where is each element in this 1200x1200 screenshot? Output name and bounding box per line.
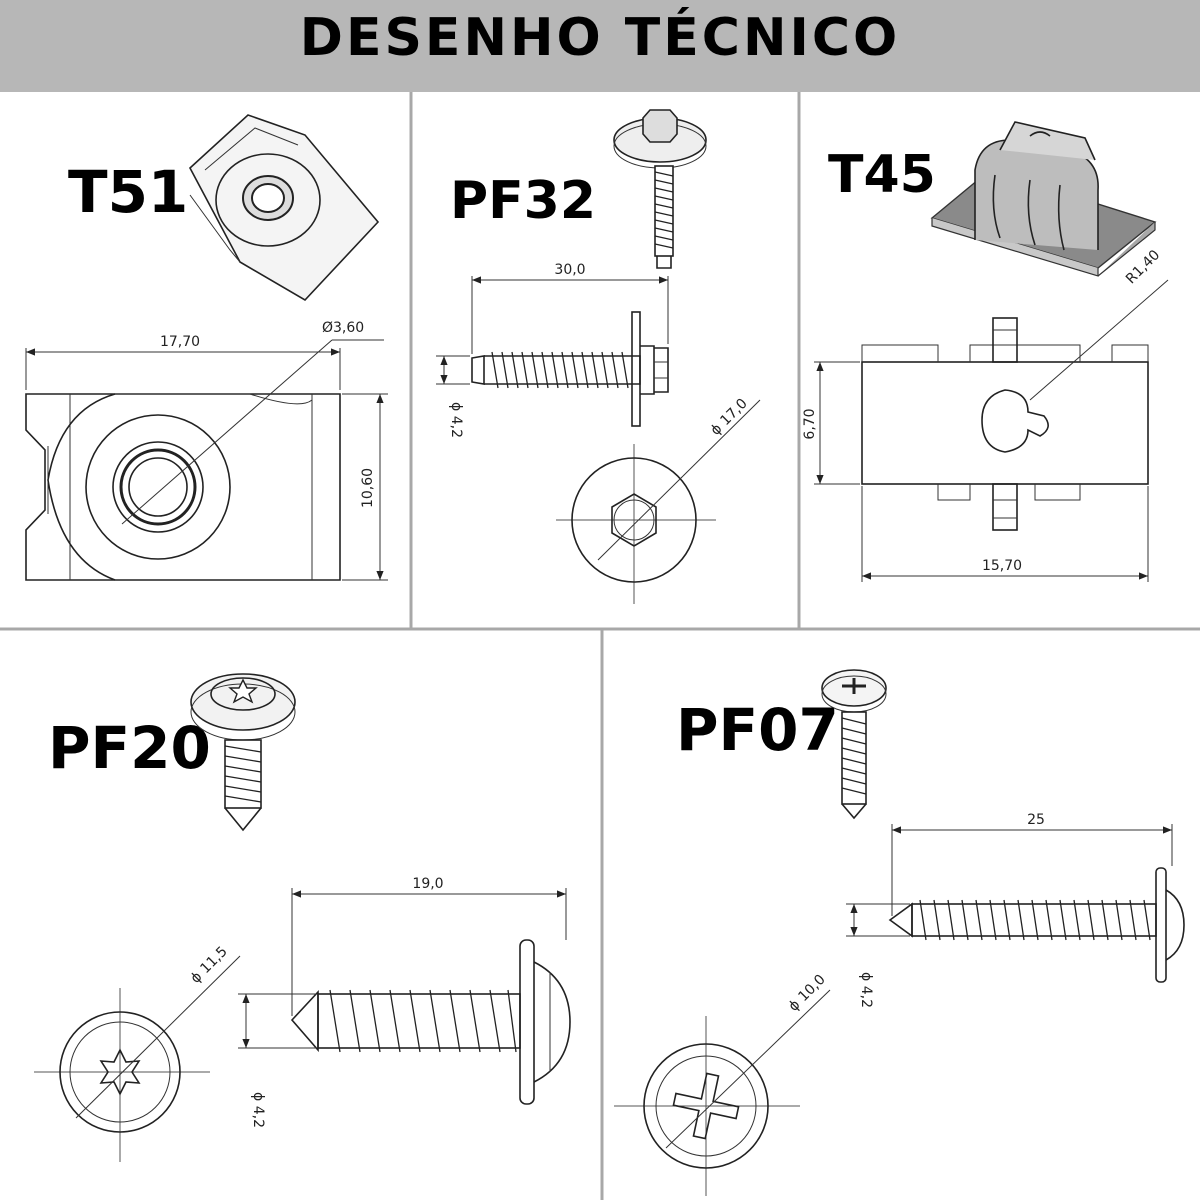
pf32-top-view: [556, 399, 761, 604]
pf07-dim-head: ϕ 10,0: [786, 972, 829, 1015]
panel-pf07: PF07 25 ϕ 4,2: [614, 669, 1185, 1196]
pf32-dimensions: [436, 276, 669, 385]
t51-dim-hole: Ø3,60: [322, 320, 364, 336]
pf07-top-view: [614, 989, 831, 1196]
panel-pf20: PF20 ϕ 11,5: [34, 673, 571, 1162]
pf20-iso-view: [190, 673, 296, 832]
panel-t51: T51: [25, 114, 388, 581]
pf32-dim-length: 30,0: [554, 262, 585, 278]
pf32-side-view: [471, 311, 669, 427]
pf20-top-view: [34, 955, 241, 1162]
t51-dimensions: [25, 348, 388, 581]
t45-front-view: [861, 279, 1169, 531]
header-bar: DESENHO TÉCNICO: [0, 0, 1200, 92]
pf20-dim-diameter: ϕ 4,2: [250, 1092, 266, 1128]
pf32-iso-view: [613, 109, 707, 269]
t51-dim-width: 17,70: [160, 334, 200, 350]
t45-iso-view: [930, 121, 1157, 277]
part-code-t51: T51: [68, 158, 188, 226]
pf07-side-view: [888, 867, 1185, 983]
t45-dimensions: [814, 361, 1149, 582]
panel-t45: T45: [802, 121, 1169, 582]
pf32-dim-head: ϕ 17,0: [708, 396, 751, 439]
pf07-dim-diameter: ϕ 4,2: [858, 972, 874, 1008]
pf20-side-view: [290, 939, 571, 1105]
pf07-iso-view: [821, 669, 887, 820]
part-code-pf32: PF32: [450, 171, 596, 231]
page-title: DESENHO TÉCNICO: [299, 8, 901, 68]
panel-pf32: PF32 30,0: [436, 109, 761, 604]
panel-dividers: [0, 92, 1200, 1200]
part-code-pf07: PF07: [676, 696, 839, 764]
t51-dim-height: 10,60: [360, 468, 376, 508]
pf07-dim-length: 25: [1027, 812, 1045, 828]
pf07-dimensions: [846, 824, 1173, 937]
t45-dim-width: 15,70: [982, 558, 1022, 574]
t51-front-view: [25, 339, 384, 581]
pf20-dimensions: [238, 888, 567, 1049]
t45-dim-radius: R1,40: [1123, 247, 1163, 287]
part-code-pf20: PF20: [48, 714, 211, 782]
t51-iso-view: [189, 114, 380, 302]
part-code-t45: T45: [828, 145, 936, 205]
pf20-dim-head: ϕ 11,5: [188, 944, 231, 987]
pf32-dim-diameter: ϕ 4,2: [448, 402, 464, 438]
t45-dim-height: 6,70: [802, 408, 818, 439]
pf20-dim-length: 19,0: [412, 876, 443, 892]
